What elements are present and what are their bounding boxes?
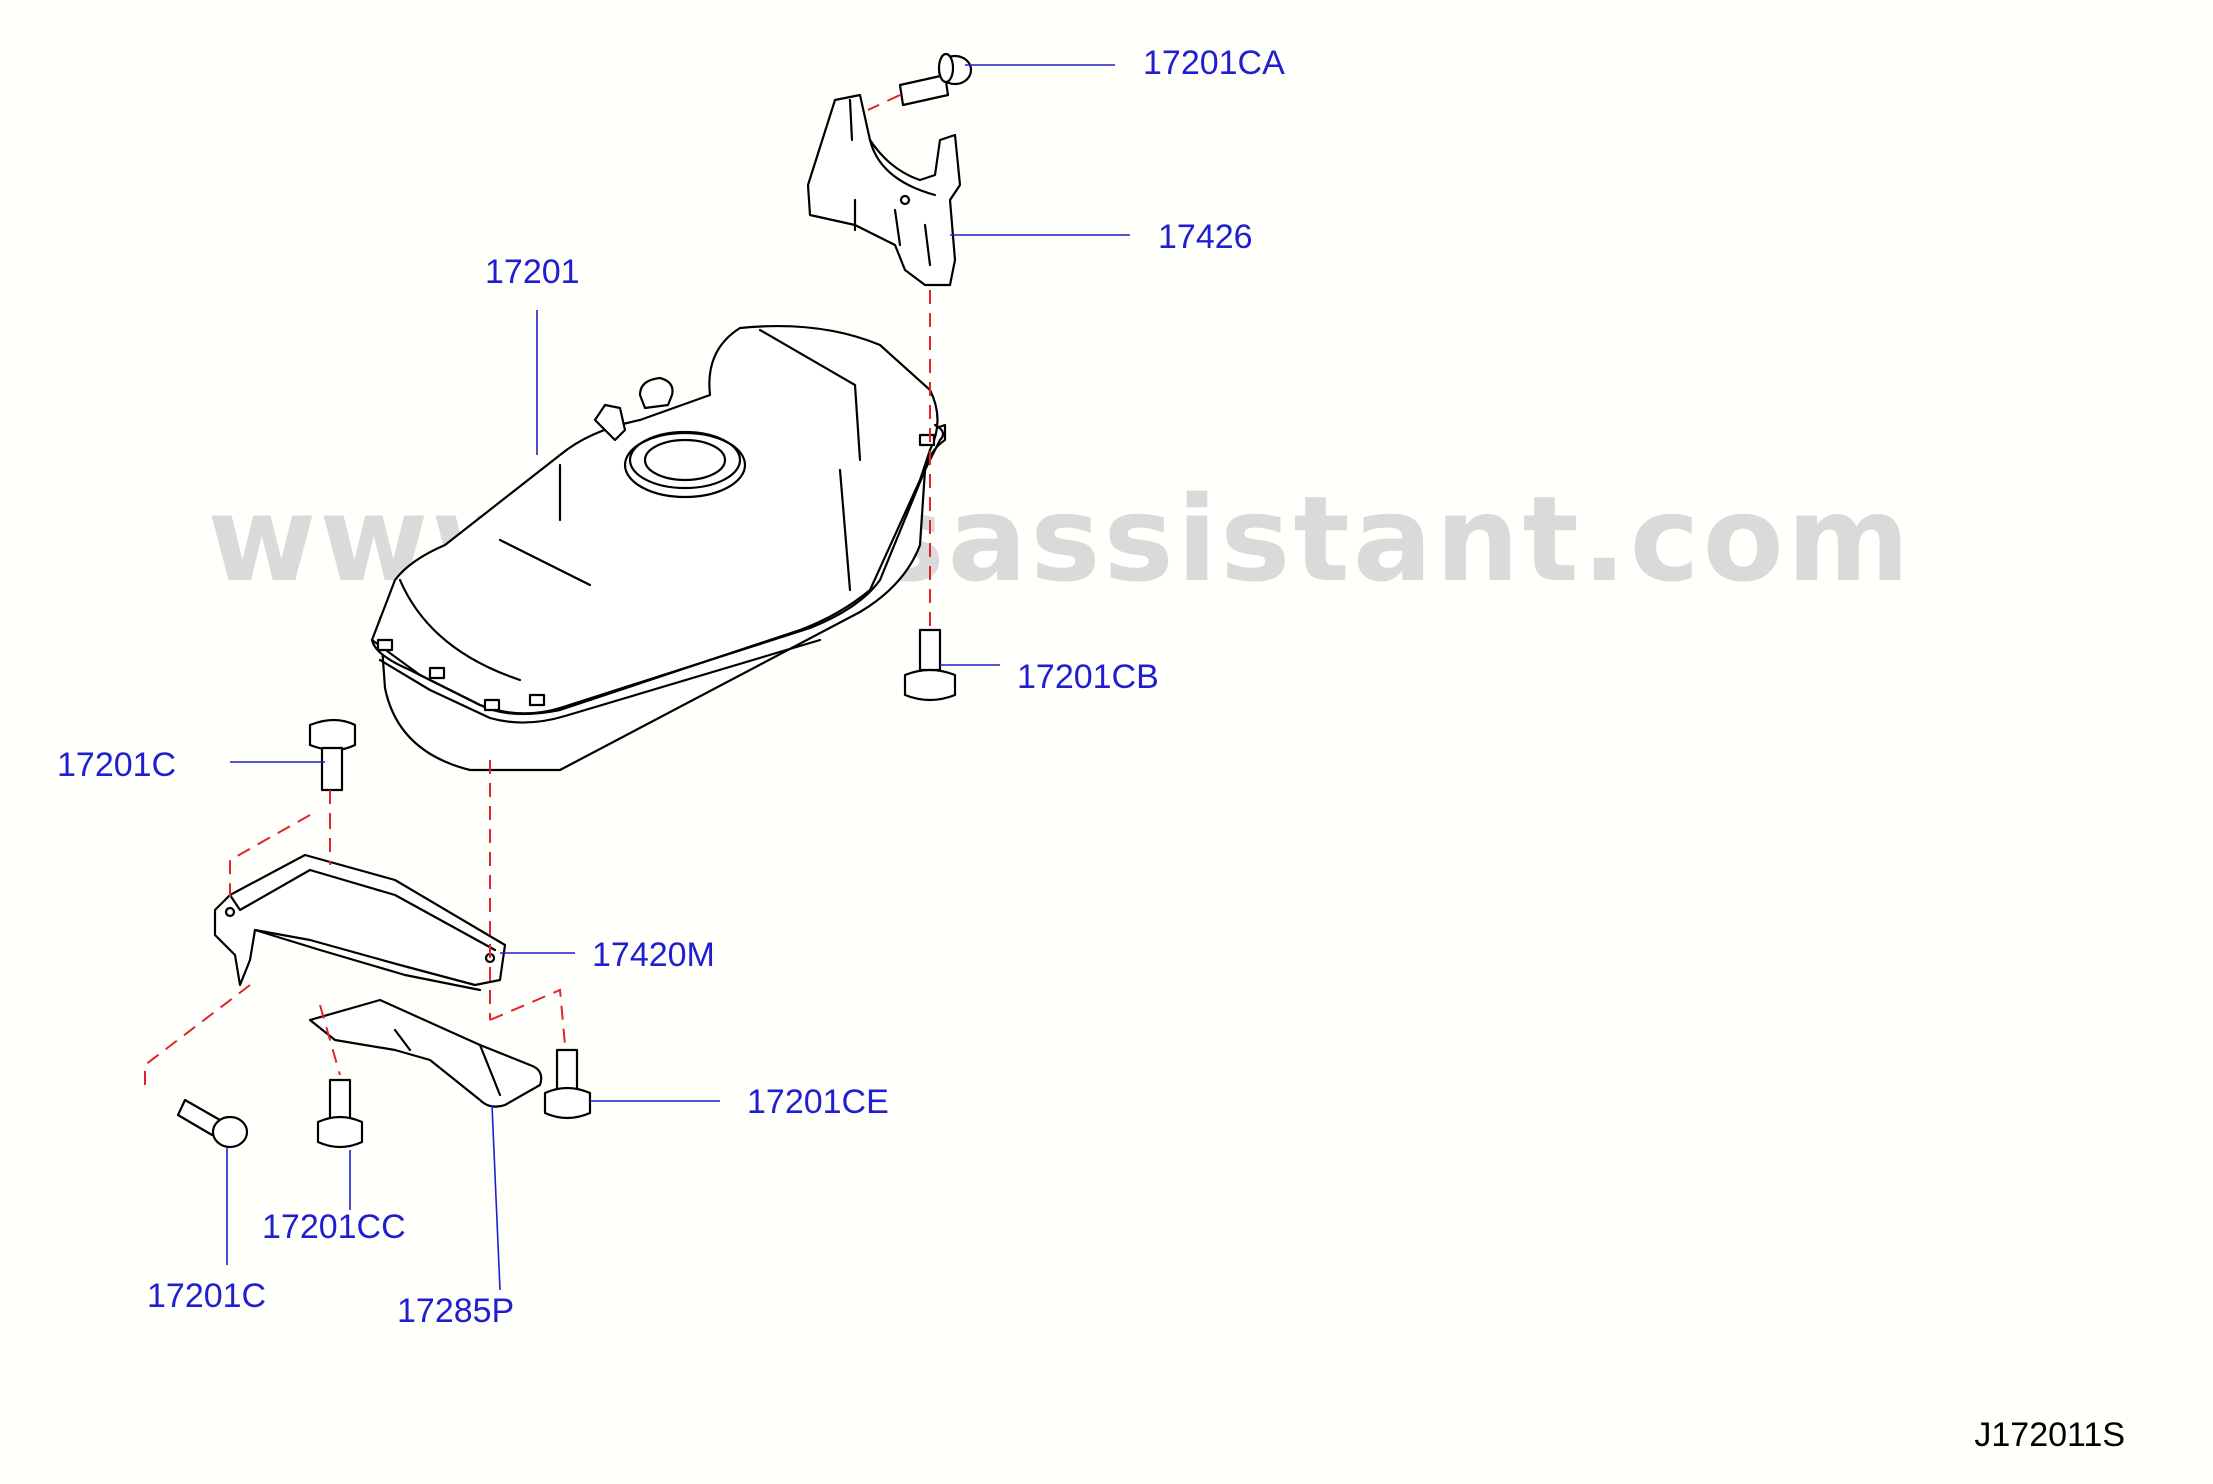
leader-lines: [226, 64, 1130, 1291]
drawing-ref-code: J172011S: [1974, 1416, 2125, 1454]
bolt-17201ca-drawing[interactable]: [898, 52, 973, 107]
bolt-17201ce-drawing[interactable]: [543, 1048, 592, 1120]
callout-17201cc[interactable]: 17201CC: [262, 1208, 406, 1246]
fuel-tank-drawing[interactable]: [370, 324, 947, 772]
callout-17201c-left[interactable]: 17201C: [57, 746, 176, 784]
callout-17201[interactable]: 17201: [485, 253, 580, 291]
callout-17201cb[interactable]: 17201CB: [1017, 658, 1159, 696]
bolt-17201c-left-drawing[interactable]: [308, 718, 357, 792]
bolt-17201cc-drawing[interactable]: [316, 1078, 364, 1149]
bolt-17201cb-drawing[interactable]: [903, 628, 957, 702]
callout-17201c-bottom[interactable]: 17201C: [147, 1277, 266, 1315]
part-callouts: 17201CA 17426 17201 17201CB 17201C 17420…: [57, 44, 1285, 1330]
callout-17420m[interactable]: 17420M: [592, 936, 715, 974]
protector-17426-drawing[interactable]: [806, 93, 962, 287]
mounting-band-17420m-drawing[interactable]: [213, 853, 507, 992]
bolt-17201c-bottom-drawing[interactable]: [176, 1098, 249, 1149]
assembly-lines: [144, 94, 931, 1085]
protector-17285p-drawing[interactable]: [308, 998, 543, 1108]
callout-17426[interactable]: 17426: [1158, 218, 1253, 256]
callout-17285p[interactable]: 17285P: [397, 1292, 514, 1330]
callout-17201ce[interactable]: 17201CE: [747, 1083, 889, 1121]
callout-17201ca[interactable]: 17201CA: [1143, 44, 1285, 82]
